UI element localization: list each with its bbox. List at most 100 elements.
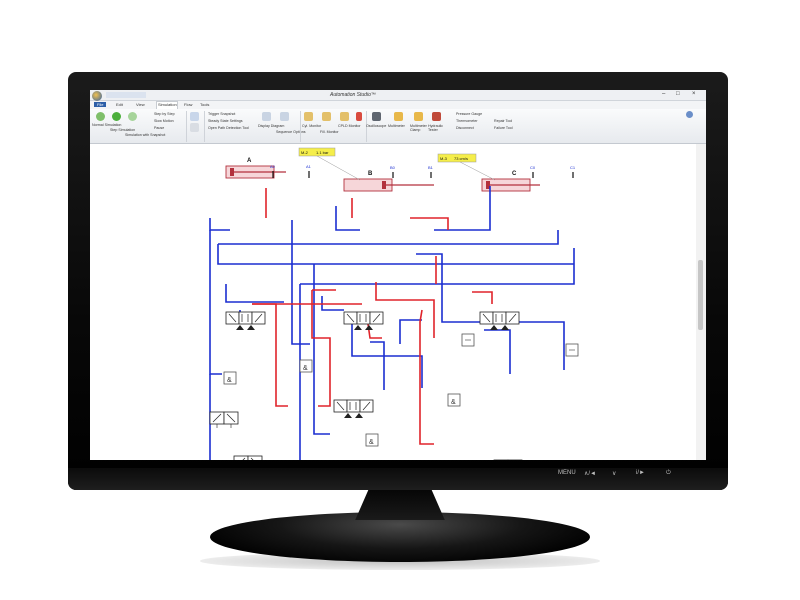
disconnect-button[interactable]: Disconnect bbox=[456, 126, 474, 130]
monitor-up-button[interactable]: ∧/◄ bbox=[584, 471, 596, 477]
ribbon-separator bbox=[366, 111, 367, 142]
step-by-step-button[interactable]: Step by Step bbox=[154, 112, 175, 116]
valve-c-main[interactable] bbox=[479, 311, 520, 331]
thermometer-button[interactable]: Thermometer bbox=[456, 119, 478, 123]
callout-c[interactable]: M-3 73 cm/s bbox=[437, 153, 496, 181]
sensor-markers bbox=[272, 171, 574, 178]
snapshot-simulation-icon[interactable] bbox=[128, 112, 137, 121]
trigger-snapshot-button[interactable]: Trigger Snapshot bbox=[208, 112, 236, 116]
sensor-label-a0: A0 bbox=[270, 164, 276, 169]
valve-b-main[interactable] bbox=[343, 311, 384, 331]
monitor-power-icon[interactable]: ⏻ bbox=[666, 470, 671, 476]
thermometer-small-icon[interactable] bbox=[356, 112, 362, 121]
monitor-down-button[interactable]: ∨ bbox=[612, 471, 617, 477]
pressure-gauge-button[interactable]: Pressure Gauge bbox=[456, 112, 483, 116]
cpld-monitor-label[interactable]: CPLD Monitor bbox=[338, 124, 361, 128]
monitor-screen: Automation Studio™ – □ × File Edit View … bbox=[90, 90, 706, 460]
sensor-label-c0: C0 bbox=[530, 165, 536, 170]
multimeter-clamp-label[interactable]: Multimeter Clamp bbox=[410, 124, 427, 132]
and-gate-2-label: & bbox=[303, 365, 308, 372]
multimeter-clamp-icon[interactable] bbox=[414, 112, 423, 121]
ribbon-separator bbox=[204, 111, 205, 142]
shuttle-valve-1[interactable] bbox=[461, 333, 475, 347]
failure-tool-button[interactable]: Failure Tool bbox=[494, 126, 513, 130]
monitor-menu-button[interactable]: MENU bbox=[558, 470, 576, 476]
maximize-button[interactable]: □ bbox=[676, 91, 680, 97]
and-gate-4-label: & bbox=[451, 399, 456, 406]
fill-monitor-label[interactable]: Fill. Monitor bbox=[320, 130, 339, 134]
zoom-tool-icon[interactable] bbox=[190, 123, 199, 132]
sensor-label-a1: A1 bbox=[306, 164, 312, 169]
vertical-scrollbar-thumb[interactable] bbox=[698, 260, 703, 330]
oscilloscope-icon[interactable] bbox=[372, 112, 381, 121]
monitor-input-button[interactable]: i/► bbox=[636, 470, 645, 476]
window-titlebar bbox=[90, 90, 706, 101]
tab-file[interactable]: File bbox=[94, 102, 107, 107]
steady-state-settings-button[interactable]: Steady State Settings bbox=[208, 119, 243, 123]
cylinder-a-label: A bbox=[247, 158, 252, 164]
sensor-label-b1: B1 bbox=[428, 165, 434, 170]
shuttle-valve-2[interactable] bbox=[565, 343, 579, 357]
cpld-monitor-icon[interactable] bbox=[340, 112, 349, 121]
tab-flow[interactable]: Flow bbox=[184, 102, 193, 107]
tab-simulation[interactable]: Simulation bbox=[158, 102, 177, 107]
hydraulic-tester-label[interactable]: Hydraulic Tester bbox=[428, 124, 443, 132]
slow-motion-button[interactable]: Slow Motion bbox=[154, 119, 174, 123]
ribbon-separator bbox=[300, 111, 301, 142]
ribbon-separator bbox=[186, 111, 187, 142]
sequence-options-label[interactable]: Sequence Options bbox=[276, 130, 306, 134]
close-button[interactable]: × bbox=[692, 91, 696, 97]
callout-c-label: M-3 bbox=[440, 156, 448, 161]
pause-button[interactable]: Pause bbox=[154, 126, 165, 130]
sequence-options-icon[interactable] bbox=[280, 112, 289, 121]
tab-tools[interactable]: Tools bbox=[200, 102, 210, 107]
normal-simulation-icon[interactable] bbox=[96, 112, 105, 121]
display-diagram-icon[interactable] bbox=[262, 112, 271, 121]
window-title: Automation Studio™ bbox=[330, 92, 376, 98]
cylinder-b-label: B bbox=[368, 171, 373, 177]
normal-simulation-label[interactable]: Normal Simulation bbox=[92, 123, 122, 127]
cylinder-c-label: C bbox=[512, 171, 517, 177]
multimeter-label[interactable]: Multimeter bbox=[388, 124, 405, 128]
help-icon[interactable] bbox=[686, 111, 693, 118]
fill-monitor-icon[interactable] bbox=[322, 112, 331, 121]
cyl-monitor-label[interactable]: Cyl. Monitor bbox=[302, 124, 322, 128]
step-simulation-icon[interactable] bbox=[112, 112, 121, 121]
hydraulic-tester-icon[interactable] bbox=[432, 112, 441, 121]
ribbon-tabs bbox=[90, 101, 706, 109]
app-logo-icon[interactable] bbox=[92, 91, 102, 101]
open-path-detection-button[interactable]: Open Path Detection Tool bbox=[208, 126, 249, 130]
callout-b-value: 1.1 bar bbox=[316, 150, 329, 155]
cylinder-c[interactable] bbox=[481, 178, 540, 192]
pressure-lines bbox=[252, 188, 493, 445]
limit-valve-a0[interactable] bbox=[233, 455, 263, 460]
callout-c-value: 73 cm/s bbox=[454, 156, 468, 161]
cursor-tool-icon[interactable] bbox=[190, 112, 199, 121]
oscilloscope-label[interactable]: Oscilloscope bbox=[366, 124, 387, 128]
pneumatic-circuit-diagram[interactable]: A B C A0 A1 B0 B1 C0 C1 bbox=[90, 144, 696, 460]
monitor-chin bbox=[68, 468, 728, 490]
sensor-label-c1: C1 bbox=[570, 165, 576, 170]
tab-view[interactable]: View bbox=[136, 102, 145, 107]
valve-a-main[interactable] bbox=[225, 311, 266, 331]
cyl-monitor-icon[interactable] bbox=[304, 112, 313, 121]
monitor-stand-neck bbox=[355, 488, 445, 520]
valve-center-main[interactable] bbox=[333, 399, 374, 419]
step-simulation-label[interactable]: Step Simulation bbox=[110, 128, 136, 132]
and-gate-3-label: & bbox=[369, 439, 374, 446]
callout-b[interactable]: M-2 1.1 bar bbox=[298, 147, 361, 181]
multimeter-icon[interactable] bbox=[394, 112, 403, 121]
sensor-label-b0: B0 bbox=[390, 165, 396, 170]
display-diagram-label[interactable]: Display Diagram bbox=[258, 124, 285, 128]
quick-access-toolbar[interactable] bbox=[106, 92, 146, 98]
minimize-button[interactable]: – bbox=[662, 91, 666, 97]
start-valve[interactable] bbox=[209, 411, 239, 429]
and-gate-1-label: & bbox=[227, 377, 232, 384]
cylinder-a[interactable] bbox=[225, 165, 286, 179]
cylinder-b[interactable] bbox=[343, 178, 434, 192]
snapshot-simulation-label[interactable]: Simulation with Snapshot bbox=[125, 133, 166, 137]
repair-tool-button[interactable]: Repair Tool bbox=[494, 119, 513, 123]
tab-simulation-active bbox=[156, 101, 178, 109]
tab-edit[interactable]: Edit bbox=[116, 102, 123, 107]
diagram-canvas[interactable] bbox=[90, 144, 696, 460]
